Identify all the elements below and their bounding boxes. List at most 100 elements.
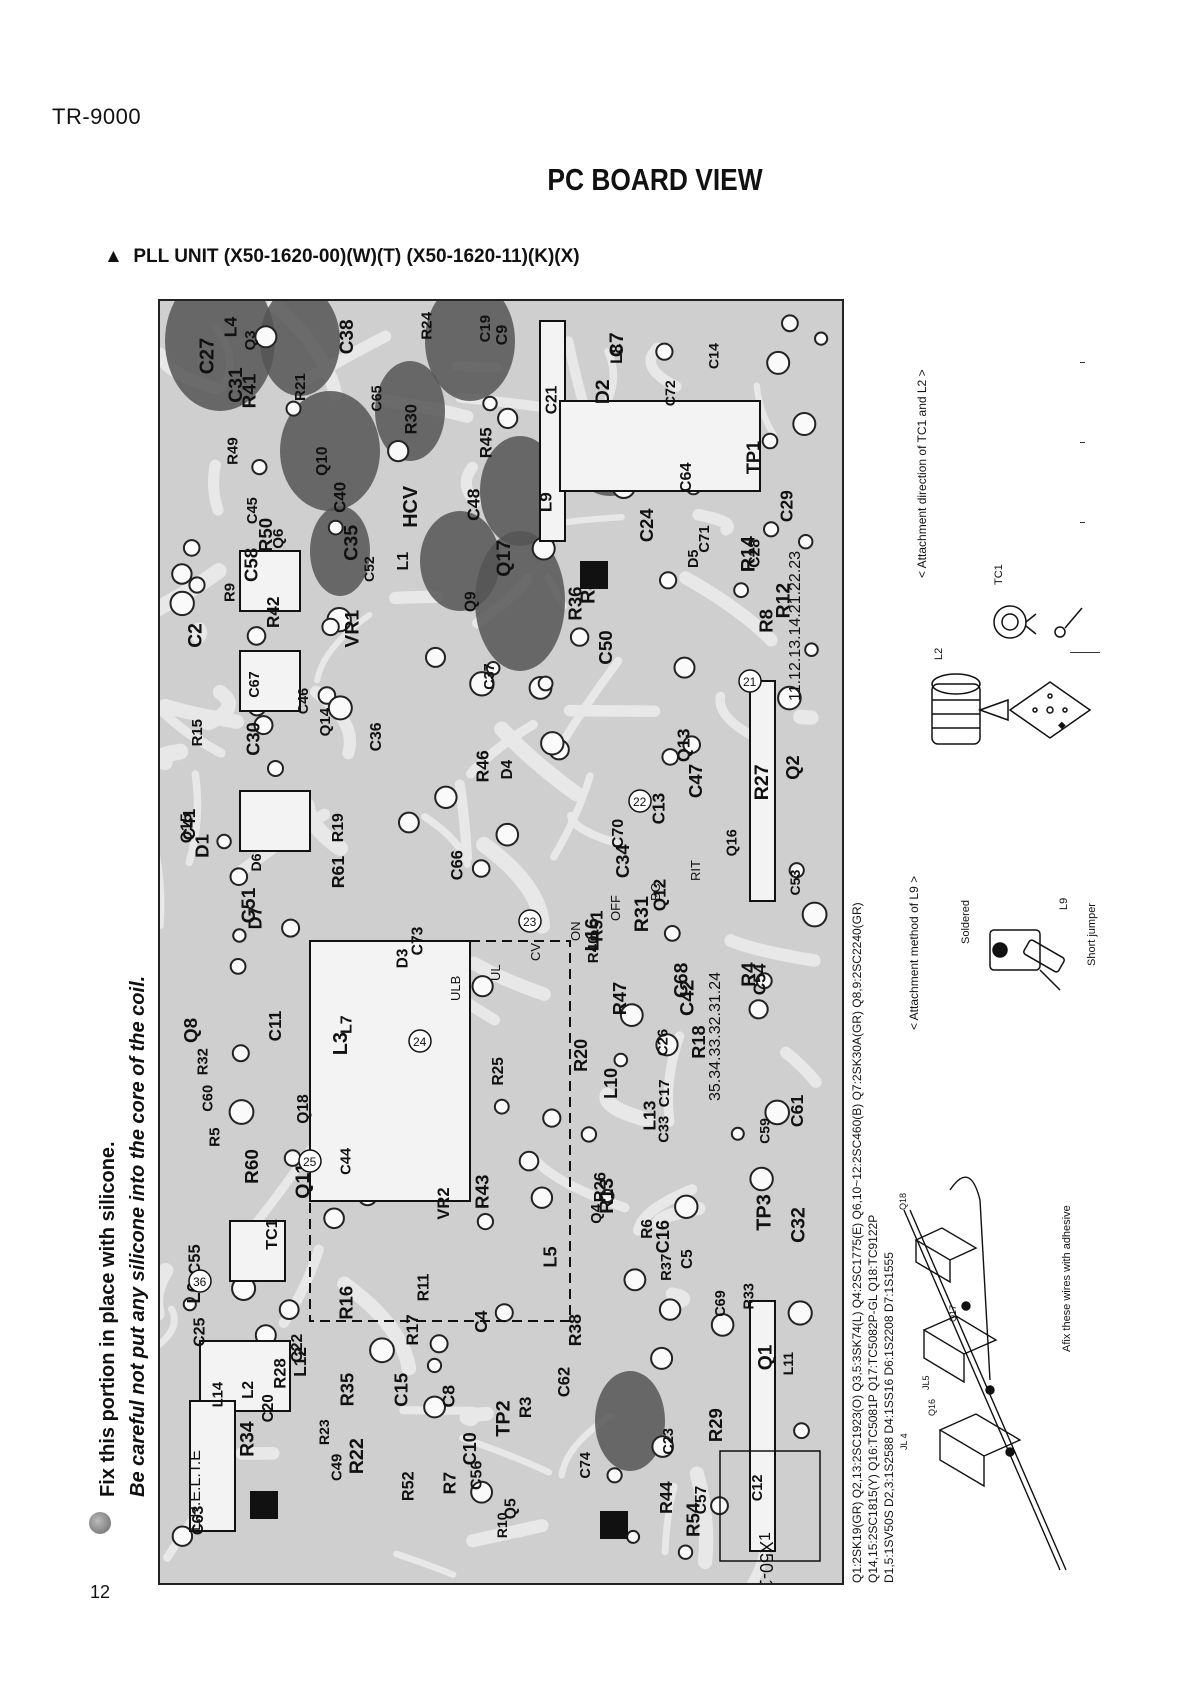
component-label: Q14 (317, 707, 334, 736)
component-label: R34 (238, 1421, 259, 1457)
copper-trace (550, 772, 594, 861)
component-label: R27 (751, 764, 773, 800)
component-label: C70 (609, 819, 627, 849)
circled-number-ring (738, 669, 762, 693)
q18-label: Q18 (898, 1192, 908, 1210)
component-label: L3 (330, 1032, 352, 1055)
solder-pad (369, 1337, 395, 1364)
component-label: C42 (677, 980, 699, 1016)
side-label: UL (488, 964, 503, 981)
copper-trace (160, 854, 165, 930)
component-label: C19 (477, 315, 494, 343)
margin-mark (1080, 442, 1085, 443)
test-point (580, 561, 608, 589)
component-label: Q12 (651, 879, 670, 911)
component-label: TC1 (263, 1219, 281, 1249)
component-label: R19 (330, 813, 347, 842)
copper-trace (554, 656, 623, 753)
circled-number-ring (408, 1029, 432, 1053)
component-label: R46 (472, 750, 492, 782)
solder-pad (323, 1207, 345, 1230)
component-label: C5 (679, 1249, 696, 1269)
solder-pad (493, 1098, 510, 1115)
solder-pad (613, 1052, 629, 1068)
component-label: C36 (368, 722, 385, 751)
component-label: C20 (260, 1394, 277, 1422)
solder-pad (229, 867, 249, 887)
solder-pad (485, 661, 501, 676)
copper-trace (460, 461, 482, 508)
solder-pad (246, 626, 267, 646)
note-careful: Be careful not put any silicone into the… (127, 975, 149, 1497)
component-label: L13 (639, 1100, 659, 1130)
solder-pad (619, 1003, 644, 1027)
component-label: C17 (656, 1079, 673, 1107)
solder-pad (677, 1544, 694, 1560)
component-label: C61 (787, 1094, 807, 1127)
solder-pad (798, 534, 814, 550)
component-label: C4 (471, 1310, 491, 1333)
component-label: Q18 (295, 1094, 312, 1124)
solder-pad (182, 1297, 197, 1312)
component-label: R29 (705, 1408, 726, 1442)
component-label: C60 (201, 1085, 217, 1112)
circled-number: 24 (413, 1035, 427, 1049)
short-jumper-label: Short jumper (1086, 903, 1098, 966)
ic-wiring-illustration (903, 1176, 1067, 1571)
component-label: C65 (370, 385, 386, 411)
solder-pad (530, 1186, 554, 1209)
component-label: Q16 (725, 829, 741, 856)
component-label: C37 (482, 663, 498, 689)
afix-label: Afix these wires with adhesive (1061, 1205, 1073, 1352)
component-label: C28 (747, 539, 764, 568)
copper-trace (190, 622, 207, 644)
component-label: Q13 (674, 728, 694, 762)
connector-label: 1 (757, 1532, 774, 1541)
solder-pad (470, 1480, 494, 1504)
page-title: PC BOARD VIEW (547, 162, 763, 197)
solder-pad (426, 1357, 443, 1374)
copper-trace (160, 1262, 174, 1321)
component-label: C41 (179, 808, 199, 840)
solder-pad (766, 350, 791, 375)
component-label: D5 (686, 550, 702, 568)
component-label: R33 (742, 1283, 758, 1309)
component-label: C23 (661, 1428, 677, 1455)
solder-pad (471, 859, 491, 878)
side-label: OFF (608, 895, 623, 921)
solder-pad (542, 1108, 562, 1128)
solder-pad (425, 646, 446, 668)
component-label: C63 (190, 1506, 207, 1535)
component-label: R47 (610, 982, 630, 1015)
component-label: C57 (693, 1486, 710, 1514)
component-label: C27 (196, 338, 218, 375)
copper-trace (689, 1466, 714, 1570)
component-label: C56 (468, 1461, 485, 1490)
component-label: R51 (588, 910, 607, 942)
component-label: C54 (750, 963, 770, 995)
component-label: L5 (541, 1246, 561, 1267)
component-label: C16 (653, 1220, 673, 1253)
copper-trace (793, 709, 819, 725)
circled-number: 36 (193, 1275, 207, 1289)
component-label: C35 (341, 525, 363, 561)
solder-pad (733, 582, 749, 599)
component-label: L16 (582, 918, 603, 952)
component-label: C74 (578, 1452, 594, 1479)
component-label: R41 (240, 374, 261, 409)
component-label: R23 (316, 1419, 332, 1445)
solder-pad (169, 590, 195, 617)
tc1-label: TC1 (993, 564, 1005, 585)
component-label: C69 (713, 1290, 729, 1317)
component-label: Q15 (179, 813, 196, 843)
solder-pad (682, 735, 702, 755)
solder-pad (673, 656, 696, 679)
component-label: R38 (565, 1314, 585, 1346)
margin-mark (1080, 522, 1085, 523)
side-label: RIT (688, 860, 703, 881)
component-label: C46 (296, 688, 312, 714)
silicone-area (165, 301, 275, 411)
component-outline (239, 790, 311, 852)
component-label: L14 (210, 1381, 226, 1407)
copper-trace (393, 1550, 457, 1578)
